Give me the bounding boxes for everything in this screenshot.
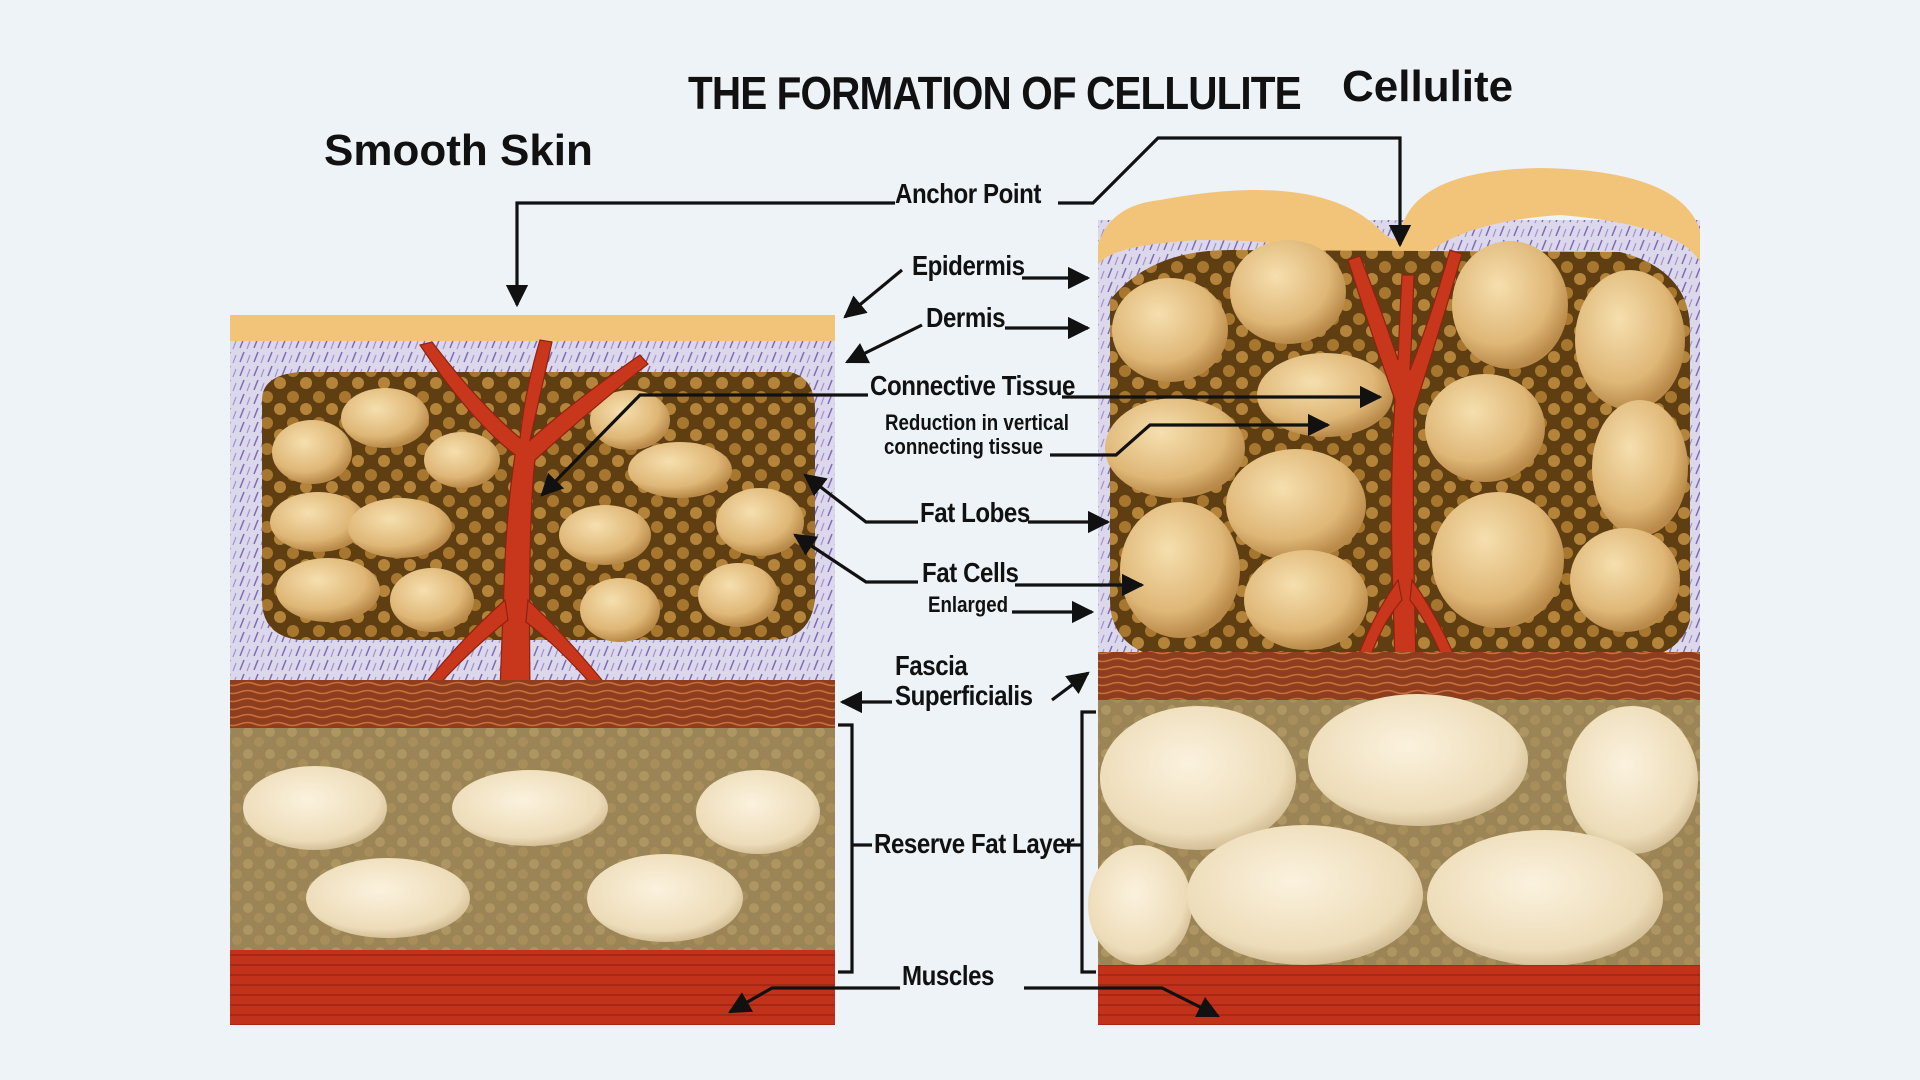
left-fat-cells [270,388,804,642]
muscles-arrow-left [728,986,900,1014]
label-reserve-fat-layer: Reserve Fat Layer [874,828,1075,859]
smooth-skin-panel [230,315,835,1025]
label-enlarged: Enlarged [928,592,1009,617]
reserve-bracket-right [1080,710,1096,974]
fat-cells-arrow-left [793,533,918,584]
fat-lobes-arrow-left [803,473,918,524]
dermis-arrow-left [844,323,923,364]
anchor-arrow-right [1058,136,1412,248]
label-anchor-point: Anchor Point [895,178,1041,209]
fascia-arrow-right [1051,671,1090,702]
left-epidermis-layer [230,315,835,341]
right-epidermis-layer [1098,168,1700,295]
callout-arrows [505,136,1412,1018]
label-dermis: Dermis [926,302,1006,333]
diagram-title: THE FORMATION OF CELLULITE [688,67,1302,119]
label-epidermis: Epidermis [912,250,1025,281]
reserve-bracket-left [838,723,854,974]
right-fascia-layer [1098,652,1700,702]
left-connective-tissue [418,339,649,693]
right-reserve-fat-cells [1088,694,1698,966]
reduction-arrow [1050,413,1331,457]
label-fat-cells: Fat Cells [922,557,1019,588]
smooth-skin-title: Smooth Skin [324,126,593,175]
cellulite-panel [1088,168,1700,1025]
left-reserve-fat-cells [243,766,820,942]
label-fascia: Fascia [895,650,968,681]
label-superficialis: Superficialis [895,680,1033,711]
right-muscle-layer [1098,965,1700,1025]
right-connective-tissue [1347,249,1463,668]
cellulite-title: Cellulite [1342,62,1514,111]
label-reduction-line1: Reduction in vertical [885,410,1069,435]
right-fat-cells [1105,240,1688,650]
muscles-arrow-right [1024,986,1221,1018]
left-fascia-layer [230,680,835,730]
label-connective-tissue: Connective Tissue [870,370,1076,401]
connective-arrow-left [540,393,868,497]
epidermis-arrow-left [843,268,904,319]
label-reduction-line2: connecting tissue [884,434,1043,459]
anchor-arrow-left [505,201,895,308]
left-muscle-layer [230,950,835,1025]
label-muscles: Muscles [902,960,995,991]
label-fat-lobes: Fat Lobes [920,497,1030,528]
